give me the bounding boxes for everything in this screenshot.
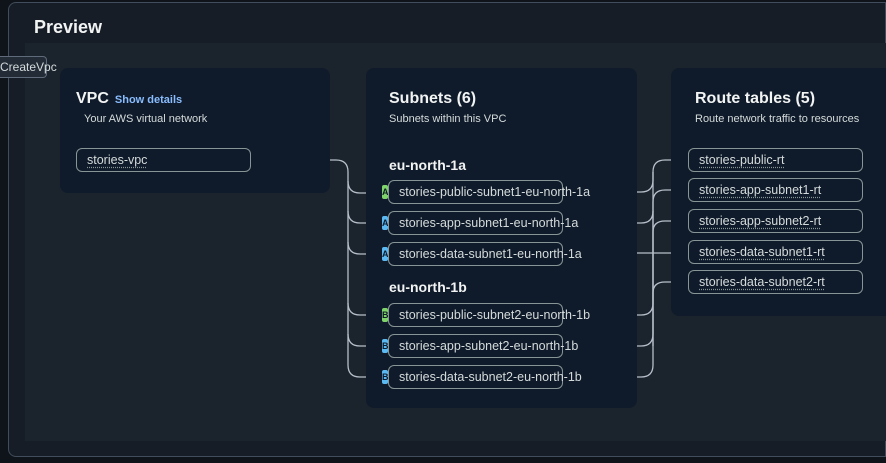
subnet-node[interactable]: stories-app-subnet2-eu-north-1b (388, 334, 578, 358)
route-table-node[interactable]: stories-public-rt (688, 148, 863, 172)
subnet-node-label: stories-app-subnet1-eu-north-1a (399, 216, 579, 230)
route-table-node[interactable]: stories-data-subnet1-rt (688, 240, 863, 264)
vpc-title: VPC (76, 90, 109, 107)
subnet-az-badge: B (382, 339, 389, 353)
subnet-node[interactable]: stories-public-subnet1-eu-north-1a (388, 180, 590, 204)
vpc-card-title: VPC Show details (76, 90, 182, 108)
subnet-node-label: stories-public-subnet2-eu-north-1b (399, 308, 591, 322)
subnet-node[interactable]: stories-app-subnet1-eu-north-1a (388, 211, 578, 235)
subnet-az-badge: A (382, 247, 389, 261)
subnet-node-label: stories-data-subnet2-eu-north-1b (399, 370, 582, 384)
route-table-node-label: stories-app-subnet1-rt (699, 183, 822, 197)
subnet-node-label: stories-public-subnet1-eu-north-1a (399, 185, 591, 199)
route-tables-subtitle: Route network traffic to resources (695, 113, 860, 125)
subnets-title: Subnets (6) (389, 90, 477, 107)
subnet-az-badge: A (382, 185, 389, 199)
subnet-node[interactable]: stories-data-subnet1-eu-north-1a (388, 242, 582, 266)
az-label-1b: eu-north-1b (389, 279, 467, 295)
route-table-node-label: stories-app-subnet2-rt (699, 214, 822, 228)
subnet-node[interactable]: stories-public-subnet2-eu-north-1b (388, 303, 590, 327)
vpc-card: VPC Show details Your AWS virtual network (60, 68, 330, 193)
route-table-node-label: stories-public-rt (699, 153, 785, 167)
subnet-az-badge: B (382, 370, 389, 384)
subnets-subtitle: Subnets within this VPC (389, 113, 507, 125)
subnet-node-label: stories-data-subnet1-eu-north-1a (399, 247, 582, 261)
subnet-node[interactable]: stories-data-subnet2-eu-north-1b (388, 365, 582, 389)
subnet-node-label: stories-app-subnet2-eu-north-1b (399, 339, 579, 353)
route-table-node-label: stories-data-subnet1-rt (699, 245, 825, 259)
route-table-node[interactable]: stories-app-subnet2-rt (688, 209, 863, 233)
route-table-node[interactable]: stories-app-subnet1-rt (688, 178, 863, 202)
create-vpc-tooltip: CreateVpc (0, 56, 57, 78)
route-tables-title: Route tables (5) (695, 90, 816, 107)
subnet-az-badge: B (382, 308, 389, 322)
subnet-az-badge: A (382, 216, 389, 230)
vpc-subtitle: Your AWS virtual network (84, 113, 208, 125)
vpc-node[interactable]: stories-vpc (76, 148, 251, 172)
route-table-node-label: stories-data-subnet2-rt (699, 275, 825, 289)
az-label-1a: eu-north-1a (389, 157, 466, 173)
vpc-node-label: stories-vpc (87, 153, 148, 167)
preview-title: Preview (34, 17, 103, 37)
route-table-node[interactable]: stories-data-subnet2-rt (688, 270, 863, 294)
show-details-link[interactable]: Show details (114, 94, 183, 106)
